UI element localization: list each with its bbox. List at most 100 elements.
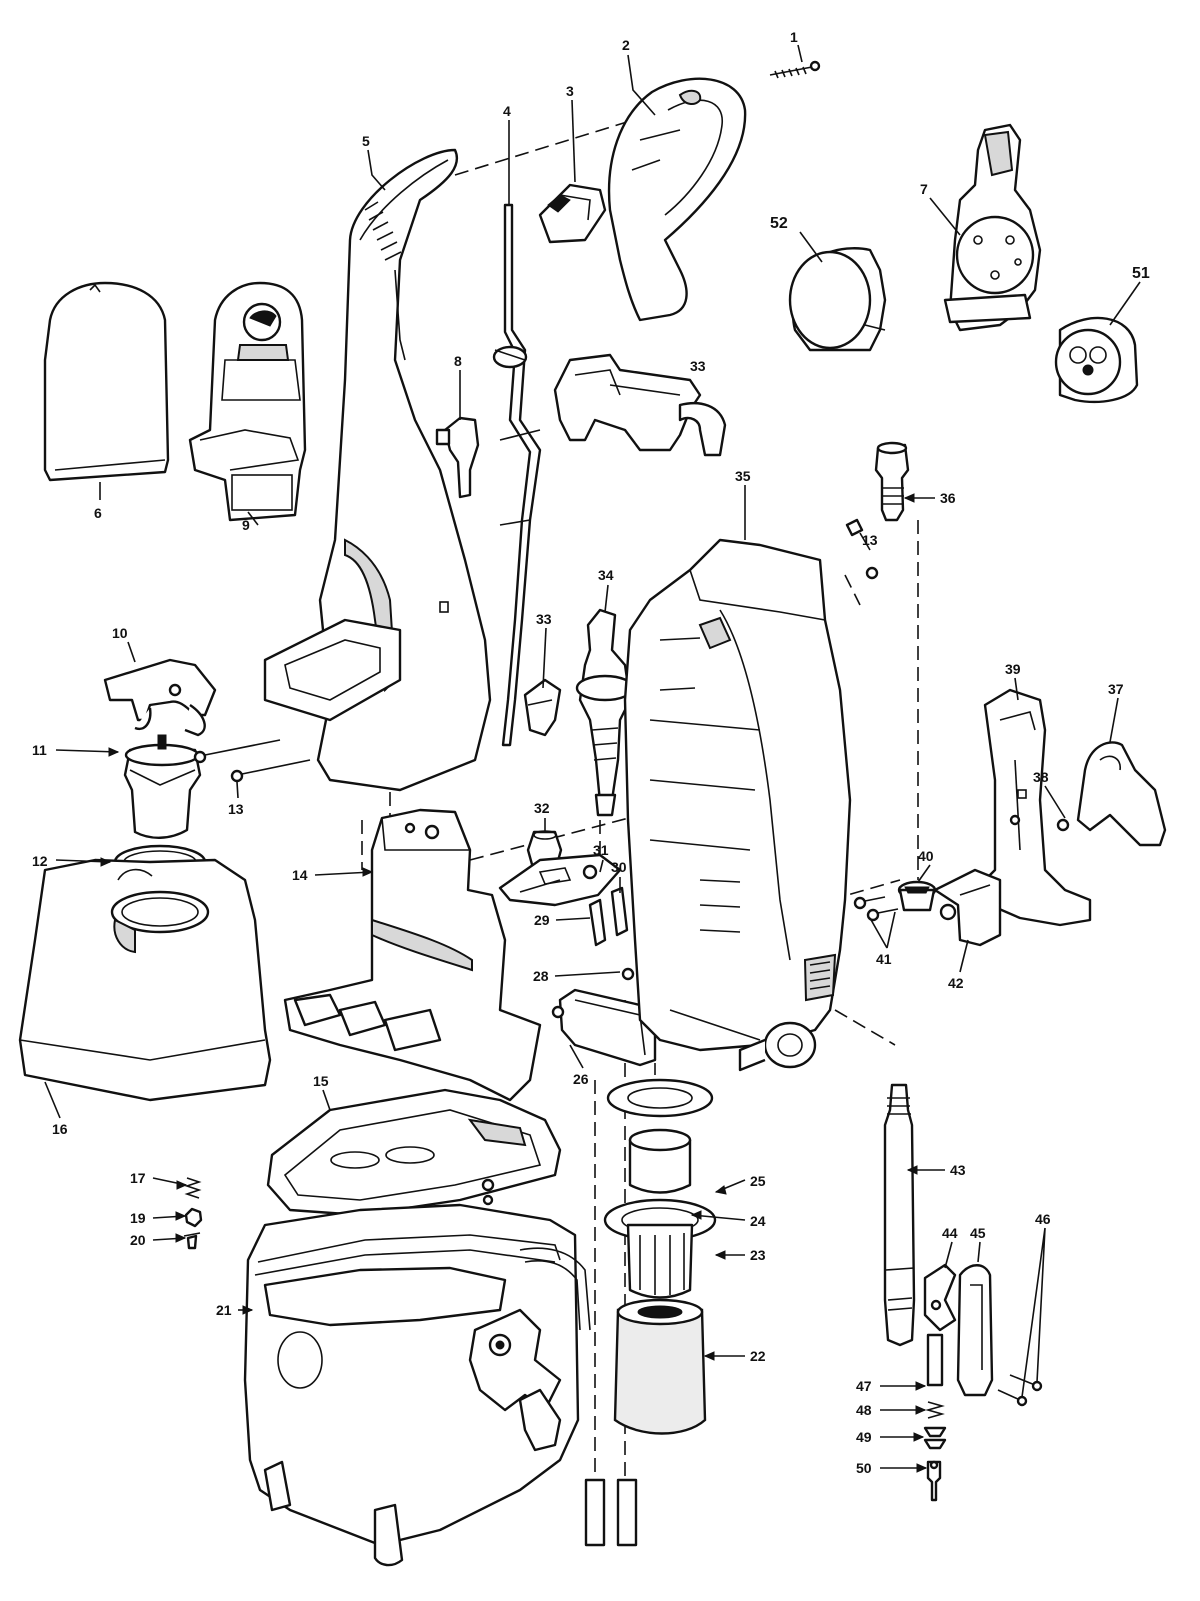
callout-1: 1	[790, 29, 798, 45]
callout-31: 31	[593, 842, 609, 858]
callout-13-left: 13	[228, 801, 244, 817]
callout-14: 14	[292, 867, 308, 883]
part-16-solution-tank	[18, 858, 272, 1102]
part-31-valve-plate	[498, 853, 622, 907]
callout-9: 9	[242, 517, 250, 533]
callout-45: 45	[970, 1225, 986, 1241]
callout-33-lower: 33	[536, 611, 552, 627]
part-9-tank-lid	[188, 281, 307, 522]
callout-11: 11	[32, 742, 47, 758]
callout-labels: 1 2 3 4 5 6 7 8 9 10 11 12 13 13 14 15 1…	[32, 29, 1150, 1476]
part-20-valve	[183, 1232, 201, 1250]
part-36-hose-connector	[874, 441, 910, 522]
part-10-hose-hook	[103, 658, 217, 737]
part-19-nut	[184, 1207, 203, 1228]
part-50-nozzle	[926, 1460, 942, 1502]
callout-5: 5	[362, 133, 370, 149]
part-23-filter-cage	[603, 1198, 717, 1299]
callout-3: 3	[566, 83, 574, 99]
callout-46: 46	[1035, 1211, 1051, 1227]
part-24-filter-cylinder	[628, 1128, 692, 1194]
part-8-latch	[435, 416, 480, 499]
callout-35: 35	[735, 468, 751, 484]
part-6-cover	[43, 281, 170, 482]
part-45-tube-housing	[956, 1264, 994, 1397]
part-1-screw	[769, 60, 821, 79]
part-43-hose-tube	[883, 1083, 916, 1347]
part-49-washers	[923, 1426, 947, 1450]
part-7-motor	[943, 123, 1042, 332]
callout-8: 8	[454, 353, 462, 369]
part-40-hose-fitting	[897, 880, 937, 912]
part-25-filter-gasket	[606, 1078, 714, 1118]
part-29-bracket	[588, 898, 607, 947]
callout-10: 10	[112, 625, 128, 641]
part-33-hose-clip-lower	[523, 678, 562, 737]
callout-37: 37	[1108, 681, 1124, 697]
callout-50: 50	[856, 1460, 872, 1476]
callout-41: 41	[876, 951, 892, 967]
part-22-foam-filter	[613, 1298, 707, 1435]
callout-38: 38	[1033, 769, 1049, 785]
callout-42: 42	[948, 975, 964, 991]
callout-33-upper: 33	[690, 358, 706, 374]
callout-47: 47	[856, 1378, 872, 1394]
part-47-valve-stem	[926, 1333, 944, 1387]
callout-40: 40	[918, 848, 934, 864]
part-14-base-frame	[283, 808, 542, 1102]
part-4-switch-rod	[492, 203, 542, 747]
callout-48: 48	[856, 1402, 872, 1418]
callout-30: 30	[611, 859, 627, 875]
part-2-handle-grip	[607, 77, 747, 322]
callout-6: 6	[94, 505, 102, 521]
part-48-spring	[925, 1401, 945, 1419]
callout-7: 7	[920, 181, 928, 197]
callout-49: 49	[856, 1429, 872, 1445]
part-17-spring	[184, 1177, 202, 1199]
callout-25: 25	[750, 1173, 766, 1189]
callout-29: 29	[534, 912, 550, 928]
leader-lines	[44, 44, 1141, 1469]
part-34-filter-tube	[575, 608, 635, 817]
callout-34: 34	[598, 567, 614, 583]
callout-52: 52	[770, 215, 788, 232]
callout-17: 17	[130, 1170, 146, 1186]
callout-2: 2	[622, 37, 630, 53]
callout-4: 4	[503, 103, 511, 119]
part-37-carry-handle	[1076, 741, 1167, 847]
part-35-main-housing	[623, 538, 852, 1072]
callout-39: 39	[1005, 661, 1021, 677]
part-13-screws	[193, 518, 879, 783]
part-33-hose-clip-upper	[553, 353, 727, 457]
callout-43: 43	[950, 1162, 966, 1178]
callout-16: 16	[52, 1121, 68, 1137]
part-51-impeller	[1054, 316, 1139, 404]
part-41-screws	[853, 896, 899, 922]
part-42-hose-clip	[933, 868, 1002, 947]
callout-44: 44	[942, 1225, 958, 1241]
part-5-upper-handle-housing	[263, 148, 492, 792]
callout-15: 15	[313, 1073, 329, 1089]
tube-ends	[584, 1478, 638, 1547]
callout-22: 22	[750, 1348, 766, 1364]
callout-21: 21	[216, 1302, 232, 1318]
callout-51: 51	[1132, 265, 1150, 282]
callout-23: 23	[750, 1247, 766, 1263]
part-30-pin	[610, 886, 629, 937]
callout-13-right: 13	[862, 532, 878, 548]
callout-36: 36	[940, 490, 956, 506]
callout-24: 24	[750, 1213, 766, 1229]
callout-20: 20	[130, 1232, 146, 1248]
callout-12: 12	[32, 853, 48, 869]
part-15-recovery-lid	[266, 1088, 562, 1217]
part-46-screws	[997, 1374, 1043, 1407]
part-11-cap	[123, 734, 202, 839]
part-21-recovery-tank	[243, 1203, 591, 1567]
part-44-valve	[923, 1263, 957, 1332]
callout-28: 28	[533, 968, 549, 984]
part-3-switch	[538, 183, 607, 244]
part-28-nut	[621, 967, 635, 981]
callout-19: 19	[130, 1210, 146, 1226]
part-38-nut	[1056, 818, 1070, 832]
